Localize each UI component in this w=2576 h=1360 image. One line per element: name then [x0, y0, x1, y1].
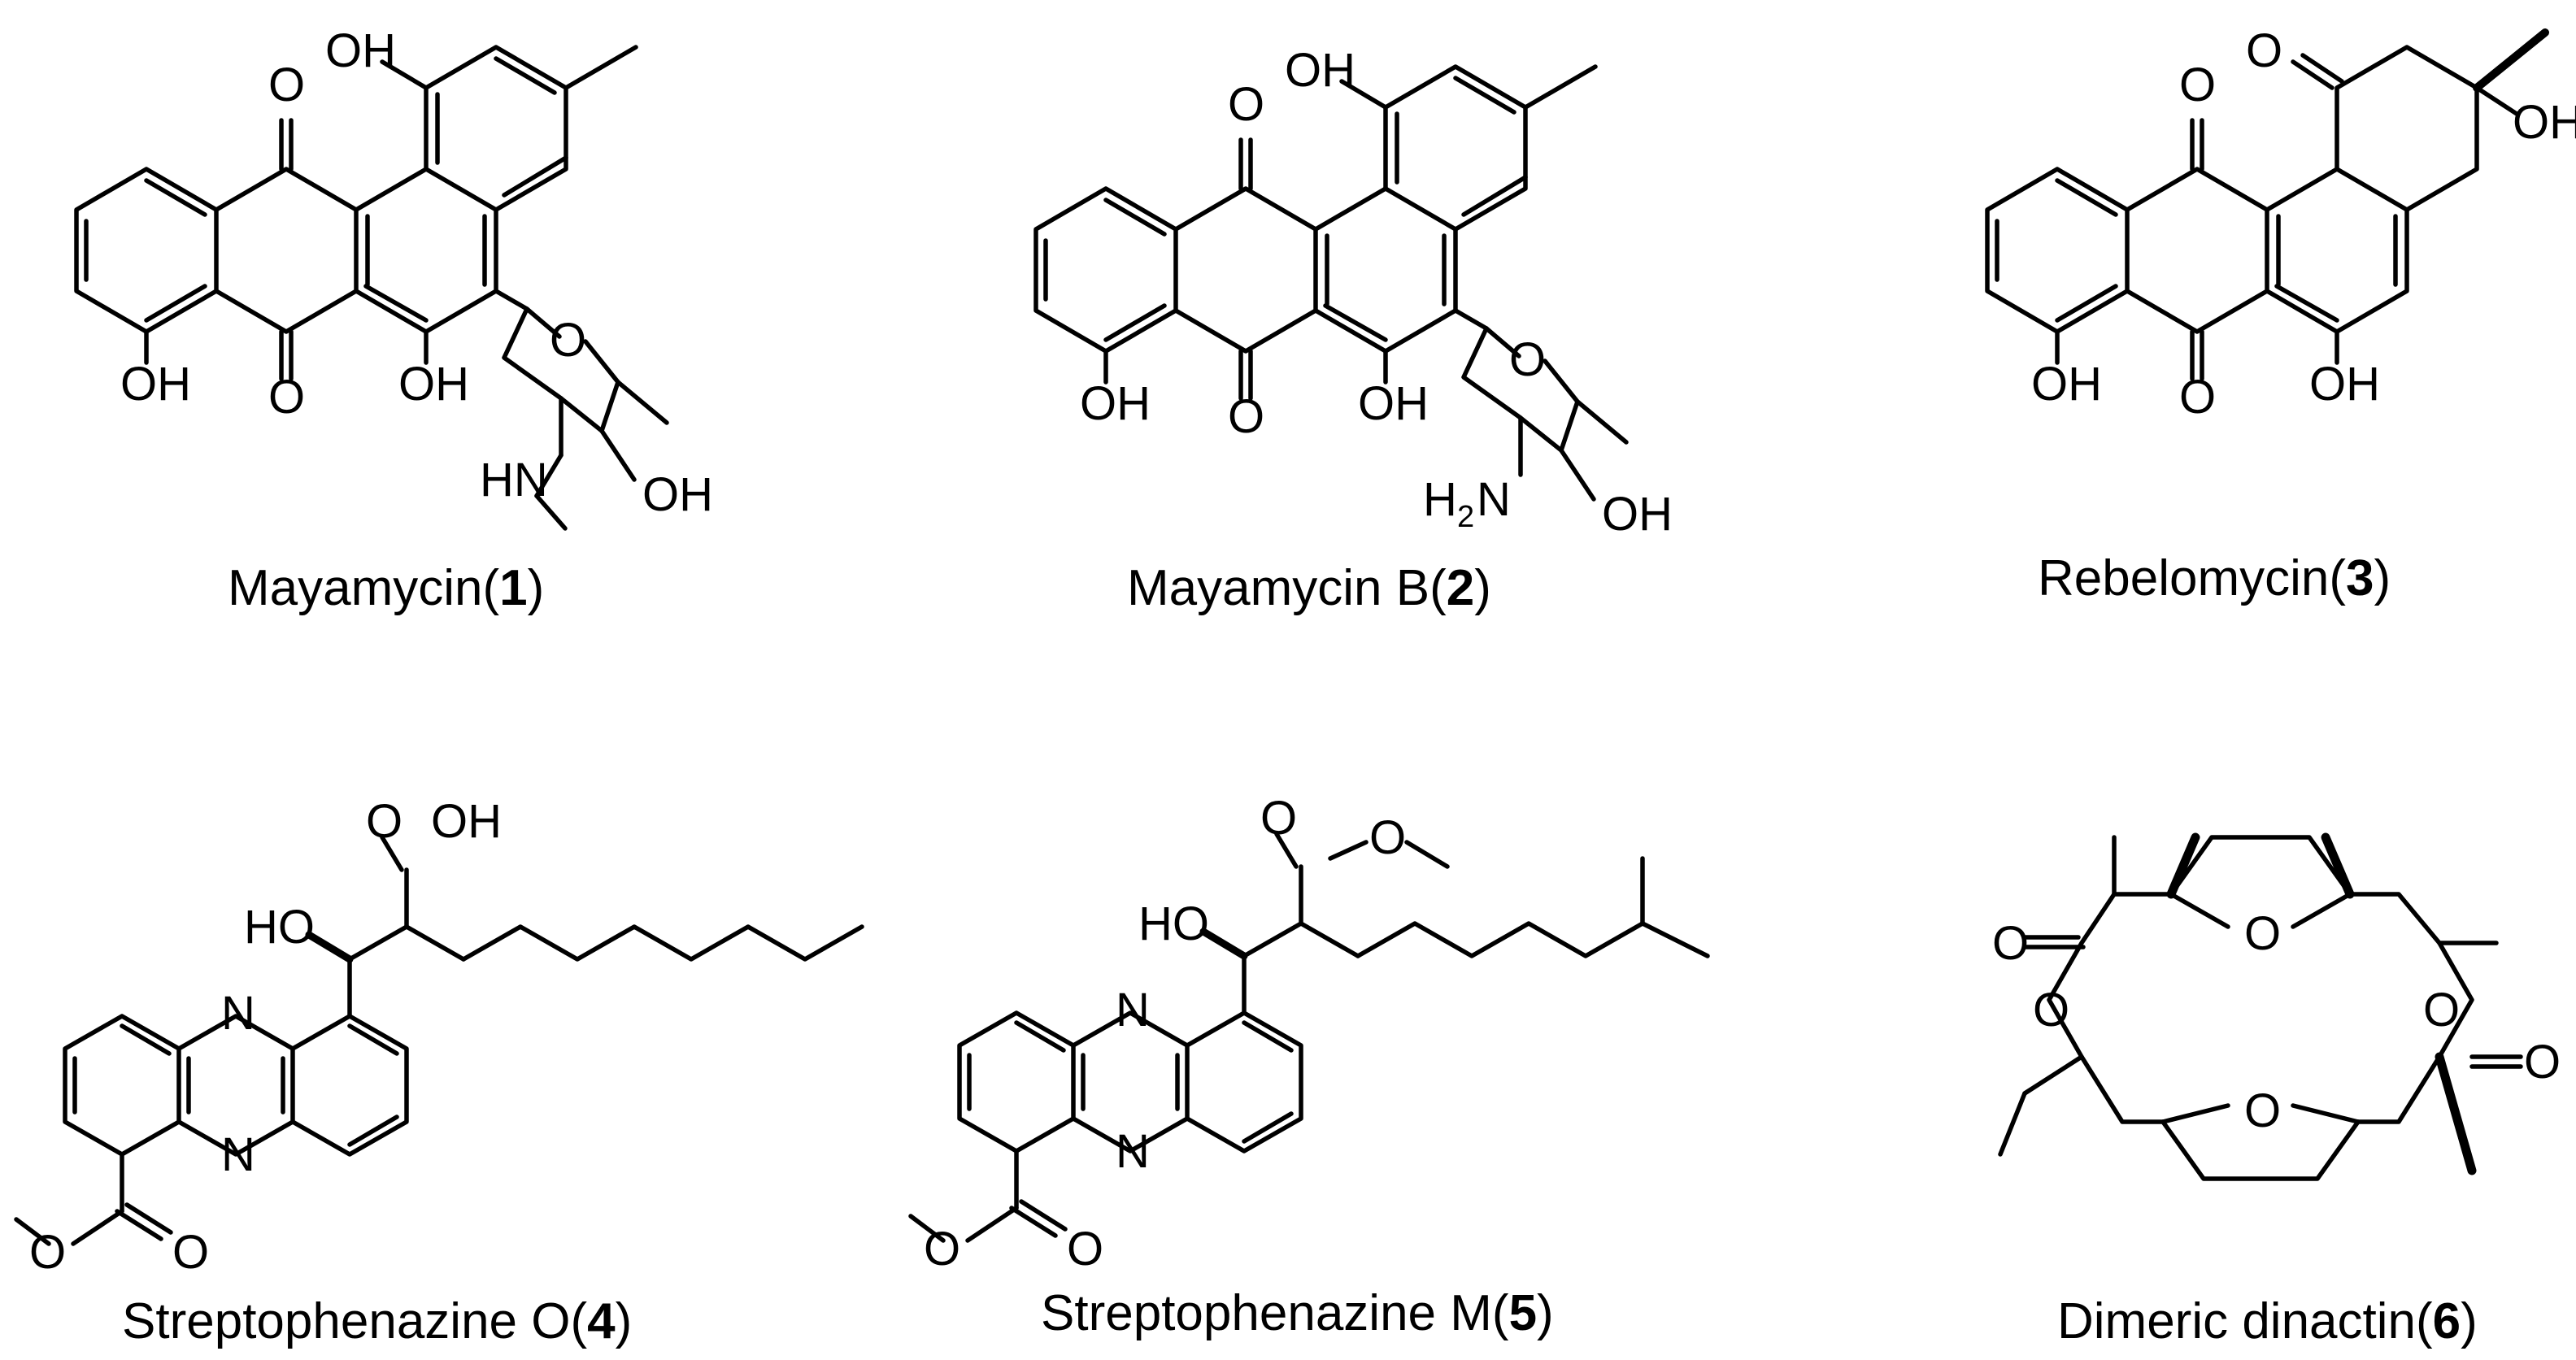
structure-mayamycin-b-2 — [1033, 64, 1629, 502]
caption-streptophenazine-o-4: Streptophenazine O(4) — [122, 1293, 633, 1349]
caption-mayamycin-b-2: Mayamycin B(2) — [1127, 560, 1491, 616]
atom-o: O — [1369, 811, 1406, 864]
atom-hn: HN — [480, 454, 548, 506]
atom-o: O — [2524, 1036, 2561, 1088]
atom-oh: OH — [120, 358, 191, 411]
atom-o: O — [1067, 1223, 1103, 1275]
atom-ho: HO — [1138, 897, 1209, 950]
structure-rebelomycin-3 — [1985, 28, 2549, 381]
structure-streptophenazine-m-5 — [908, 832, 1710, 1243]
atom-oh: OH — [1358, 377, 1429, 430]
atom-n: N — [1477, 473, 1511, 526]
atom-o: O — [172, 1226, 209, 1279]
atom-labels-2: OH O O OH OH O OH H 2 N — [1080, 44, 1673, 541]
atom-labels-4: N N O O HO O OH — [29, 795, 502, 1279]
atom-o: O — [29, 1226, 66, 1279]
caption-streptophenazine-m-5: Streptophenazine M(5) — [1041, 1285, 1554, 1341]
atom-o: O — [2244, 1084, 2281, 1137]
atom-n: N — [1116, 984, 1150, 1036]
atom-o: O — [924, 1223, 960, 1275]
atom-oh: OH — [431, 795, 502, 848]
atom-oh: OH — [2031, 358, 2102, 411]
atom-h: H — [1423, 473, 1457, 526]
atom-o: O — [2033, 984, 2069, 1036]
atom-o: O — [1260, 792, 1297, 845]
atom-oh: OH — [2513, 96, 2576, 149]
atom-oh: OH — [398, 358, 469, 411]
structure-streptophenazine-o-4 — [14, 835, 864, 1246]
atom-o: O — [1228, 390, 1264, 443]
atom-o: O — [2179, 59, 2216, 111]
atom-oh: OH — [642, 468, 713, 521]
atom-o: O — [1509, 333, 1546, 386]
atom-n: N — [221, 1128, 255, 1181]
atom-labels-3: O O O OH OH OH — [2031, 24, 2576, 424]
atom-o: O — [2244, 907, 2281, 960]
caption-mayamycin-1: Mayamycin(1) — [228, 560, 545, 616]
structure-dimeric-dinactin-6 — [1998, 832, 2523, 1181]
atom-oh: OH — [1602, 488, 1673, 541]
atom-labels-6: O O O O O O — [1992, 907, 2561, 1137]
atom-o: O — [2179, 371, 2216, 424]
atom-o: O — [2246, 24, 2282, 77]
atom-o: O — [268, 371, 305, 424]
atom-o: O — [366, 795, 402, 848]
atom-oh: OH — [1080, 377, 1151, 430]
structure-mayamycin-1 — [74, 45, 669, 531]
atom-n: N — [221, 987, 255, 1040]
atom-n: N — [1116, 1125, 1150, 1178]
atom-o: O — [268, 59, 305, 111]
caption-dimeric-dinactin-6: Dimeric dinactin(6) — [2057, 1293, 2478, 1349]
atom-oh: OH — [325, 24, 396, 77]
atom-o: O — [1992, 917, 2029, 970]
atom-oh: OH — [1285, 44, 1355, 97]
atom-o: O — [550, 314, 586, 367]
atom-o: O — [1228, 78, 1264, 131]
atom-subscript-2: 2 — [1457, 500, 1474, 534]
atom-oh: OH — [2309, 358, 2380, 411]
atom-labels-5: N N O O HO O O — [924, 792, 1406, 1275]
atom-labels-1: OH O O OH OH O OH HN — [120, 24, 713, 521]
caption-rebelomycin-3: Rebelomycin(3) — [2038, 550, 2391, 606]
atom-o: O — [2423, 984, 2460, 1036]
atom-ho: HO — [244, 901, 315, 954]
